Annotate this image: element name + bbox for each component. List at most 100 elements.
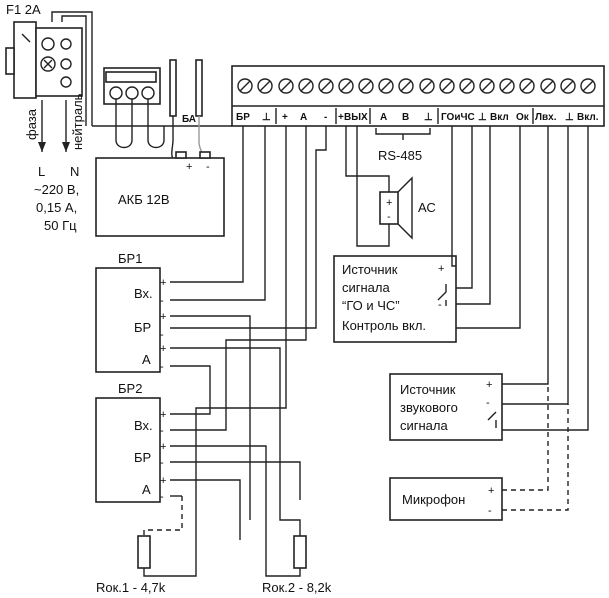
svg-text:-: - xyxy=(160,425,164,437)
br2-box xyxy=(95,397,161,503)
resistor-2 xyxy=(293,535,307,569)
wire-mic-minus xyxy=(502,404,569,511)
svg-text:-: - xyxy=(160,329,164,341)
terminal-label-17: Вкл. xyxy=(577,112,599,123)
br2-pin-a: А xyxy=(142,482,151,497)
speaker-label: АС xyxy=(418,200,436,215)
sound-source-switch-icon xyxy=(487,411,497,428)
svg-text:-: - xyxy=(160,457,164,469)
mains-spec-current: 0,15 А, xyxy=(36,200,77,215)
terminal-label-2: + xyxy=(282,112,288,123)
terminal-label-12: ⊥ xyxy=(478,112,487,123)
battery-minus: - xyxy=(206,161,210,173)
terminal-label-10: ⊥ xyxy=(424,112,433,123)
br-wiring xyxy=(143,126,327,577)
terminal-label-11: ГОиЧС xyxy=(441,112,475,123)
terminal-label-1: ⊥ xyxy=(262,112,271,123)
resistor-2-label: Rок.2 - 8,2k xyxy=(262,580,332,595)
br1-pin-a: А xyxy=(142,352,151,367)
terminal-label-5: + xyxy=(338,112,344,123)
svg-text:+: + xyxy=(160,343,166,355)
wire-out-plus xyxy=(345,126,390,192)
terminal-label-15: Лвх. xyxy=(535,112,557,123)
br2-pin-br: БР xyxy=(134,450,151,465)
svg-text:-: - xyxy=(160,295,164,307)
br1-pin-br: БР xyxy=(134,320,151,335)
N-label: N xyxy=(70,164,79,179)
svg-text:+: + xyxy=(160,277,166,289)
wire-go xyxy=(451,126,456,267)
terminal-label-13: Вкл xyxy=(490,112,509,123)
battery-pins xyxy=(169,59,205,167)
wire-out-minus xyxy=(356,126,390,247)
go-source-line-3: “ГО и ЧС” xyxy=(342,298,400,313)
terminal-label-14: Ок xyxy=(516,112,530,123)
go-source-line-4: Контроль вкл. xyxy=(342,318,426,333)
wire-go-vkl xyxy=(456,126,491,305)
speaker-minus: - xyxy=(387,211,391,223)
terminal-label-16: ⊥ xyxy=(565,112,574,123)
fuse-label: F1 2A xyxy=(6,2,41,17)
br1-pin-in: Вх. xyxy=(134,286,153,301)
connector-3pin xyxy=(103,67,165,149)
L-label: L xyxy=(38,164,45,179)
terminal-label-6: ВЫХ xyxy=(344,112,368,123)
svg-text:+: + xyxy=(488,485,494,497)
rs485-label: RS-485 xyxy=(378,148,422,163)
mains-spec-voltage: ~220 В, xyxy=(34,182,79,197)
wire-mic-plus xyxy=(502,384,549,491)
neutral-label: нейтраль xyxy=(70,93,85,150)
battery-label: АКБ 12В xyxy=(118,192,170,207)
wire-vkl xyxy=(502,126,589,431)
br1-title: БР1 xyxy=(118,251,142,266)
svg-text:+: + xyxy=(160,475,166,487)
wire-go-ok xyxy=(456,126,521,329)
battery-plus: + xyxy=(186,161,192,173)
speaker-plus: + xyxy=(386,197,392,209)
go-source-box xyxy=(333,255,457,343)
mains-terminal-block xyxy=(5,11,93,126)
svg-text:+: + xyxy=(438,263,444,275)
br1-box xyxy=(95,267,161,373)
microphone-label: Микрофон xyxy=(402,492,465,507)
terminal-strip xyxy=(231,65,605,127)
wire-go-gnd xyxy=(456,126,473,289)
terminal-label-8: A xyxy=(380,112,387,123)
svg-text:+: + xyxy=(160,441,166,453)
phase-arrow-icon xyxy=(38,142,46,152)
sound-source-line-3: сигнала xyxy=(400,418,448,433)
terminal-label-0: БР xyxy=(236,112,250,123)
svg-text:-: - xyxy=(488,505,492,517)
terminal-label-3: А xyxy=(300,112,307,123)
go-source-switch-icon xyxy=(437,284,447,306)
sound-source-line-1: Источник xyxy=(400,382,456,397)
go-source-line-2: сигнала xyxy=(342,280,390,295)
go-source-line-1: Источник xyxy=(342,262,398,277)
svg-text:-: - xyxy=(160,361,164,373)
svg-text:+: + xyxy=(160,311,166,323)
svg-text:-: - xyxy=(160,491,164,503)
mains-spec-frequency: 50 Гц xyxy=(44,218,77,233)
sound-source-box xyxy=(389,373,503,441)
svg-text:-: - xyxy=(438,299,442,311)
svg-text:+: + xyxy=(486,379,492,391)
terminal-label-7: - xyxy=(362,112,365,123)
phase-label: фаза xyxy=(24,108,39,140)
rs485-bracket xyxy=(375,128,431,135)
terminal-label-4: - xyxy=(324,112,327,123)
microphone-box xyxy=(389,477,503,521)
wire-lin-gnd xyxy=(502,126,569,405)
br2-title: БР2 xyxy=(118,381,142,396)
br2-pin-in: Вх. xyxy=(134,418,153,433)
neutral-arrow-icon xyxy=(62,142,70,152)
speaker xyxy=(379,176,413,240)
terminal-label-9: B xyxy=(402,112,409,123)
resistor-1-label: Rок.1 - 4,7k xyxy=(96,580,166,595)
svg-text:+: + xyxy=(160,409,166,421)
sound-source-line-2: звукового xyxy=(400,400,458,415)
ba-label: БА xyxy=(182,114,196,125)
resistor-1 xyxy=(137,535,151,569)
wire-lin xyxy=(502,126,549,385)
battery xyxy=(95,151,225,237)
